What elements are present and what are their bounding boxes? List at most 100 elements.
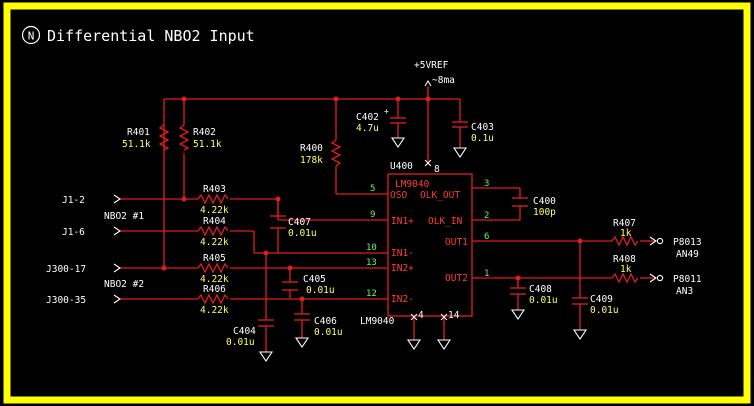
output-connector-icons xyxy=(649,236,664,283)
chip-part: LM9040 xyxy=(395,179,430,190)
c400-ref: C400 xyxy=(533,196,556,207)
r401-value: 51.1k xyxy=(122,139,151,150)
capacitor-symbols xyxy=(258,117,588,352)
r403-value: 4.22k xyxy=(200,205,229,216)
r405-value: 4.22k xyxy=(200,274,229,285)
supply-arrow-icon xyxy=(424,80,432,87)
pin-osc: OSO xyxy=(390,190,407,201)
pin-clk-out: OLK_OUT xyxy=(420,190,460,201)
pin-out1: OUT1 xyxy=(445,237,468,248)
svg-text:4: 4 xyxy=(418,310,424,321)
ground-icon xyxy=(390,137,406,148)
input-j300-17: J300-17 xyxy=(46,264,86,275)
ground-icon xyxy=(510,309,526,320)
svg-text:1: 1 xyxy=(484,269,489,279)
svg-text:3: 3 xyxy=(484,179,489,189)
c406-value: 0.01u xyxy=(314,327,343,338)
chip-ref: U400 xyxy=(390,161,413,172)
r401-ref: R401 xyxy=(127,127,150,138)
output-arrow-icon xyxy=(649,236,657,246)
ground-icons xyxy=(258,137,588,362)
sensor-label-1: NBO2 #1 xyxy=(104,211,144,222)
c402-value: 4.7u xyxy=(356,123,379,134)
c405-ref: C405 xyxy=(303,274,326,285)
r405-ref: R405 xyxy=(203,253,226,264)
svg-text:10: 10 xyxy=(366,243,377,253)
input-connector-icons xyxy=(113,194,121,304)
r402-ref: R402 xyxy=(193,127,216,138)
c404-ref: C404 xyxy=(233,326,256,337)
output-signal-2: AN3 xyxy=(676,286,693,297)
svg-text:2: 2 xyxy=(484,211,489,221)
r404-ref: R404 xyxy=(203,216,226,227)
resistor-r400-symbol xyxy=(330,139,342,167)
c409-value: 0.01u xyxy=(590,305,619,316)
r402-value: 51.1k xyxy=(193,139,222,150)
pin-in1p: IN1+ xyxy=(391,216,414,227)
connector-arrow-icon xyxy=(113,294,121,304)
pin-in2m: IN2- xyxy=(391,294,414,305)
ground-icon xyxy=(406,339,422,350)
wires xyxy=(120,86,656,340)
connector-arrow-icon xyxy=(113,263,121,273)
pin-clk-in: OLK_IN xyxy=(428,216,463,227)
svg-text:13: 13 xyxy=(366,258,377,268)
resistor-r403-symbol xyxy=(197,193,229,205)
sensor-label-2: NBO2 #2 xyxy=(104,279,144,290)
connector-arrow-icon xyxy=(113,194,121,204)
svg-text:6: 6 xyxy=(484,232,489,242)
pin-in1m: IN1- xyxy=(391,248,414,259)
c407-value: 0.01u xyxy=(288,228,317,239)
r406-value: 4.22k xyxy=(200,305,229,316)
c409-ref: C409 xyxy=(590,294,613,305)
supply-label: +5VREF xyxy=(414,60,449,71)
r407-ref: R407 xyxy=(613,218,636,229)
r404-value: 4.22k xyxy=(200,237,229,248)
ground-icon xyxy=(572,329,588,340)
ground-icon xyxy=(452,147,468,158)
c404-value: 0.01u xyxy=(226,337,255,348)
input-j1-6: J1-6 xyxy=(62,227,85,238)
c408-ref: C408 xyxy=(529,284,552,295)
frame-border xyxy=(3,2,751,404)
logo-letter: N xyxy=(28,30,35,43)
c403-ref: C403 xyxy=(471,122,494,133)
ground-icon xyxy=(294,337,310,348)
output-arrow-icon xyxy=(649,273,657,283)
r406-ref: R406 xyxy=(203,284,226,295)
output-terminal-icon xyxy=(656,237,664,245)
output-terminal-icon xyxy=(656,274,664,282)
schematic-title: Differential NBO2 Input xyxy=(47,27,255,45)
svg-text:14: 14 xyxy=(448,310,460,321)
r408-value: 1k xyxy=(620,264,632,275)
ground-icon xyxy=(258,351,274,362)
resistor-r405-symbol xyxy=(197,262,229,274)
r407-value: 1k xyxy=(620,228,632,239)
output-signal-1: AN49 xyxy=(676,249,699,260)
c403-value: 0.1u xyxy=(471,133,494,144)
chip-u400: U400 LM9040 OSO OLK_OUT IN1+ OLK_IN IN1-… xyxy=(360,159,489,327)
supply-current: ~8ma xyxy=(432,75,455,86)
c408-value: 0.01u xyxy=(529,295,558,306)
connector-arrow-icon xyxy=(113,226,121,236)
svg-text:+: + xyxy=(384,107,389,116)
resistor-r406-symbol xyxy=(197,293,229,305)
input-j1-2: J1-2 xyxy=(62,195,85,206)
resistor-r401-symbol xyxy=(158,124,170,151)
svg-text:12: 12 xyxy=(366,289,377,299)
resistor-r404-symbol xyxy=(197,225,229,237)
logo-circle-icon xyxy=(21,25,41,45)
c405-value: 0.01u xyxy=(306,285,335,296)
output-net-1: P8013 xyxy=(673,237,702,248)
svg-text:9: 9 xyxy=(370,210,375,220)
chip-bottom-label: LM9040 xyxy=(360,316,395,327)
c400-value: 100p xyxy=(533,207,556,218)
resistor-r408-symbol xyxy=(611,272,639,284)
c406-ref: C406 xyxy=(314,316,337,327)
resistor-r402-symbol xyxy=(178,124,190,151)
junction-dots xyxy=(161,96,583,302)
pin-in2p: IN2+ xyxy=(391,263,414,274)
svg-text:8: 8 xyxy=(434,164,440,175)
